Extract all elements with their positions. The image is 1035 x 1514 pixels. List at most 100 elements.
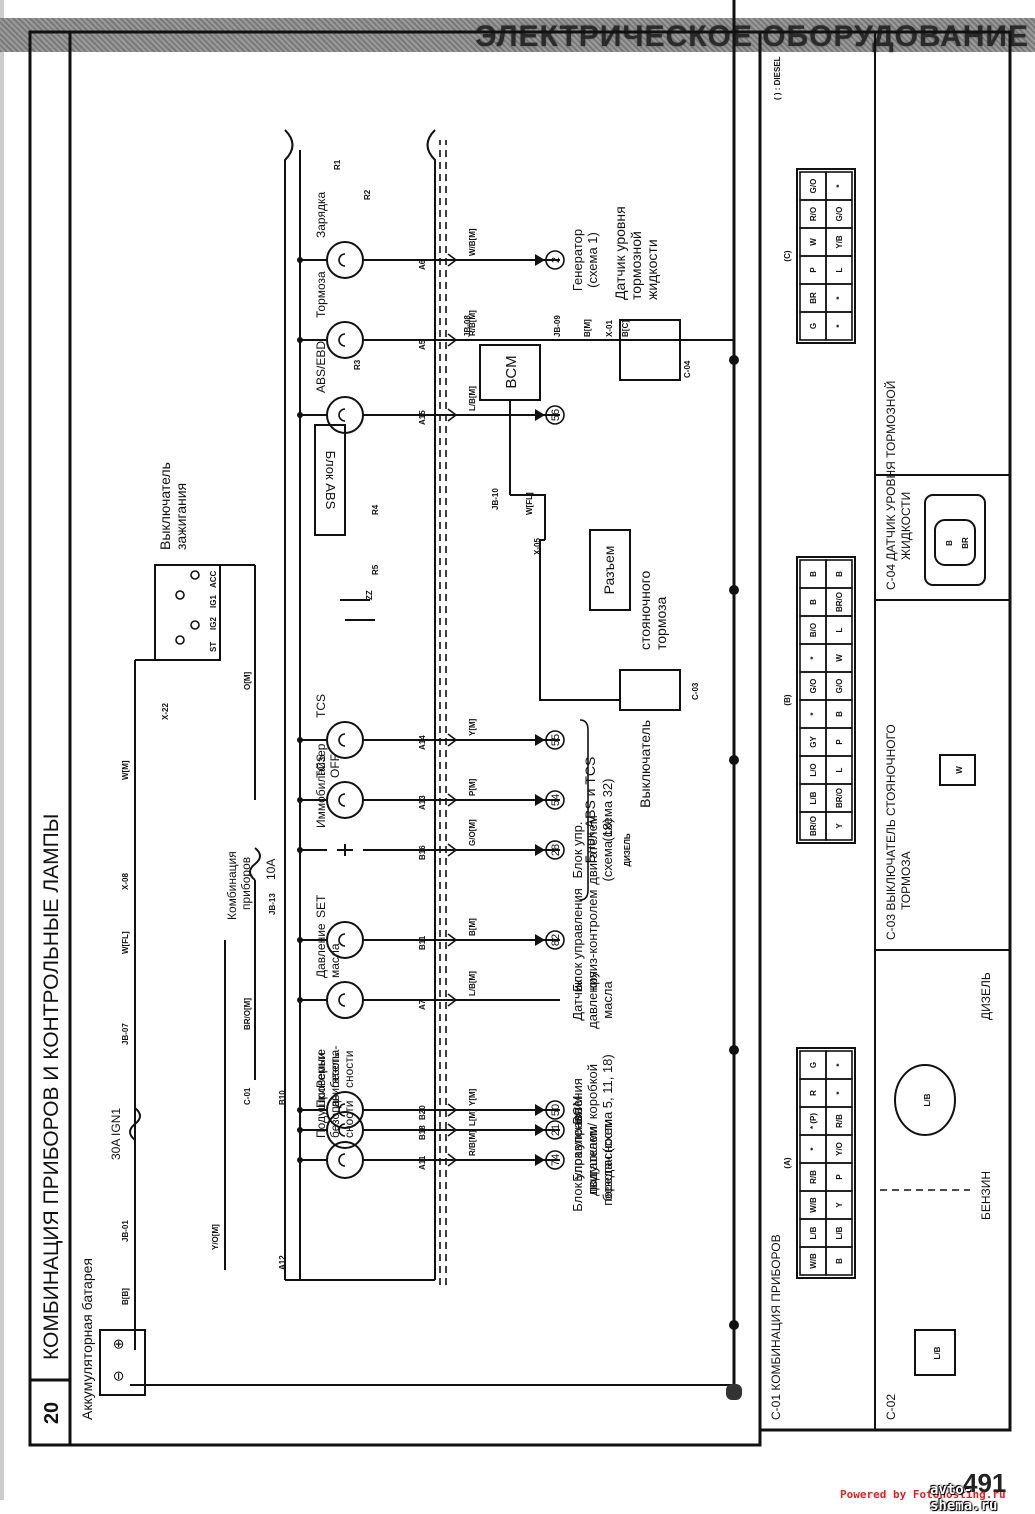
r4-label: R4 bbox=[371, 504, 380, 515]
pin-color: R/B bbox=[835, 1114, 844, 1128]
dest-label: Датчик bbox=[570, 979, 585, 1021]
pin-color: Y/O bbox=[835, 1142, 844, 1156]
dest-label: передач (схема 5, 11, 18) bbox=[600, 1054, 615, 1206]
plus-icon: ⊕ bbox=[110, 1338, 126, 1350]
pin-color: P bbox=[835, 1174, 844, 1180]
pin-color: G bbox=[809, 1062, 818, 1068]
pin-color: W bbox=[835, 654, 844, 662]
pin-label: A6 bbox=[418, 259, 427, 270]
lamp-label: ABS/EBD bbox=[314, 341, 328, 393]
lamp-icon bbox=[326, 981, 364, 1019]
ref-circle bbox=[545, 405, 565, 425]
battery-label: Аккумуляторная батарея bbox=[79, 1258, 95, 1420]
pin-color: B bbox=[809, 571, 818, 577]
section-band: ЭЛЕКТРИЧЕСКОЕ ОБОРУДОВАНИЕ bbox=[0, 18, 1035, 53]
x05-label: X-05 bbox=[533, 538, 542, 555]
c02-title: C-02 bbox=[884, 1394, 898, 1420]
pin-label: A15 bbox=[418, 410, 427, 425]
diesel-note: ( ) : DIESEL bbox=[773, 56, 782, 100]
dest-label: Блок управления bbox=[570, 1108, 585, 1212]
ref-circle bbox=[545, 930, 565, 950]
lamp-icon bbox=[326, 321, 364, 359]
ref-number: 82 bbox=[550, 934, 562, 946]
sensor-label-2: тормозной bbox=[628, 231, 644, 300]
brake-fluid-sensor bbox=[619, 319, 681, 381]
pin-label: A11 bbox=[418, 1155, 427, 1170]
pin-color: * bbox=[835, 296, 844, 300]
parking-label-1: Выключатель bbox=[637, 720, 653, 808]
wire-label: W[M] bbox=[121, 760, 130, 780]
cluster-box-bottom bbox=[426, 129, 436, 1280]
pin-color: * (P) bbox=[809, 1113, 818, 1129]
r2-label: R2 bbox=[363, 189, 372, 200]
c03-title: C-03 ВЫКЛЮЧАТЕЛЬ СТОЯНОЧНОГО bbox=[884, 724, 898, 940]
connector-label: (B) bbox=[783, 694, 792, 705]
wire-label: R/B[M] bbox=[468, 310, 477, 336]
pin-label: B10 bbox=[278, 1090, 287, 1105]
arrow-icon bbox=[535, 254, 545, 266]
connector-b: (B)BR/OL/BL/OGY*G/O*B/OBBYBR/OLPBG/OWLBR… bbox=[783, 556, 856, 844]
pin-color: B bbox=[835, 571, 844, 577]
pin-color: L bbox=[835, 267, 844, 272]
wire-label: Y/O[M] bbox=[211, 1224, 220, 1250]
ref-circle bbox=[545, 1120, 565, 1140]
c04-title: ЖИДКОСТИ bbox=[899, 492, 913, 560]
pin-color: * bbox=[809, 712, 818, 716]
lamp-icon bbox=[326, 721, 364, 759]
c03-pin: W bbox=[955, 766, 964, 774]
lamp-label: Подушки bbox=[314, 1088, 328, 1138]
connector-icon bbox=[447, 1153, 458, 1167]
watermark-site[interactable]: avto-shema.ru bbox=[930, 1482, 998, 1514]
ref-circle bbox=[545, 250, 565, 270]
pin-color: G/O bbox=[809, 179, 818, 194]
connector-icon bbox=[447, 253, 458, 267]
abs-block-label: Блок ABS bbox=[323, 451, 338, 510]
wire-label: Y[M] bbox=[468, 718, 477, 736]
pos-ig2: IG2 bbox=[209, 617, 218, 630]
jb09-label: JB-09 bbox=[553, 315, 562, 337]
pin-color: L/B bbox=[809, 791, 818, 804]
ref-number: 2 bbox=[550, 257, 562, 263]
page-edge bbox=[0, 0, 4, 1500]
fuse-cluster-label: приборов bbox=[239, 857, 253, 910]
pin-color: R/B bbox=[809, 1170, 818, 1184]
sensor-label-1: Датчик уровня bbox=[612, 206, 628, 300]
ign-label-2: зажигания bbox=[173, 483, 189, 550]
pin-cell bbox=[825, 171, 853, 201]
pin-color: * bbox=[809, 1147, 818, 1151]
minus-icon: ⊖ bbox=[110, 1370, 126, 1382]
connector-icon bbox=[447, 1123, 458, 1137]
wire-label: Y[M] bbox=[468, 1088, 477, 1106]
cluster-box-top bbox=[284, 129, 294, 1280]
connector-panel-content: C-01 КОМБИНАЦИЯ ПРИБОРОВ ( ) : DIESEL (A… bbox=[769, 56, 993, 1420]
led-icon bbox=[337, 844, 353, 856]
connector-label: (C) bbox=[783, 250, 792, 261]
jb01-label: JB-01 bbox=[121, 1220, 130, 1242]
pin-color: B bbox=[835, 711, 844, 717]
pin-color: B bbox=[835, 1258, 844, 1264]
wire-label: G/O[M] bbox=[468, 819, 477, 846]
pin-color: B bbox=[809, 599, 818, 605]
c02-pin: L/B bbox=[923, 1093, 932, 1106]
c04-title: C-04 ДАТЧИК УРОВНЯ ТОРМОЗНОЙ bbox=[883, 381, 898, 590]
connector-icon bbox=[447, 1103, 458, 1117]
connector-icon bbox=[447, 408, 458, 422]
wire-label: B[B] bbox=[121, 1288, 130, 1305]
ref-circle bbox=[545, 1150, 565, 1170]
c02-diesel-connector bbox=[894, 1064, 956, 1136]
lamp-label: сности bbox=[342, 1051, 356, 1089]
bcm-area: BCM JB-08 JB-09 B[M] X-01 B[C] Датчик ур… bbox=[446, 206, 735, 808]
pin-color: L/B bbox=[835, 1226, 844, 1239]
c01-label: C-01 bbox=[243, 1087, 252, 1105]
pin-cell bbox=[825, 559, 853, 589]
dest-label: давления bbox=[585, 971, 600, 1029]
connector-icon bbox=[447, 933, 458, 947]
note-label: ДИЗЕЛЬ bbox=[623, 833, 632, 866]
lamp-label: TCS bbox=[314, 754, 328, 778]
jb10-label: JB-10 bbox=[491, 488, 500, 510]
